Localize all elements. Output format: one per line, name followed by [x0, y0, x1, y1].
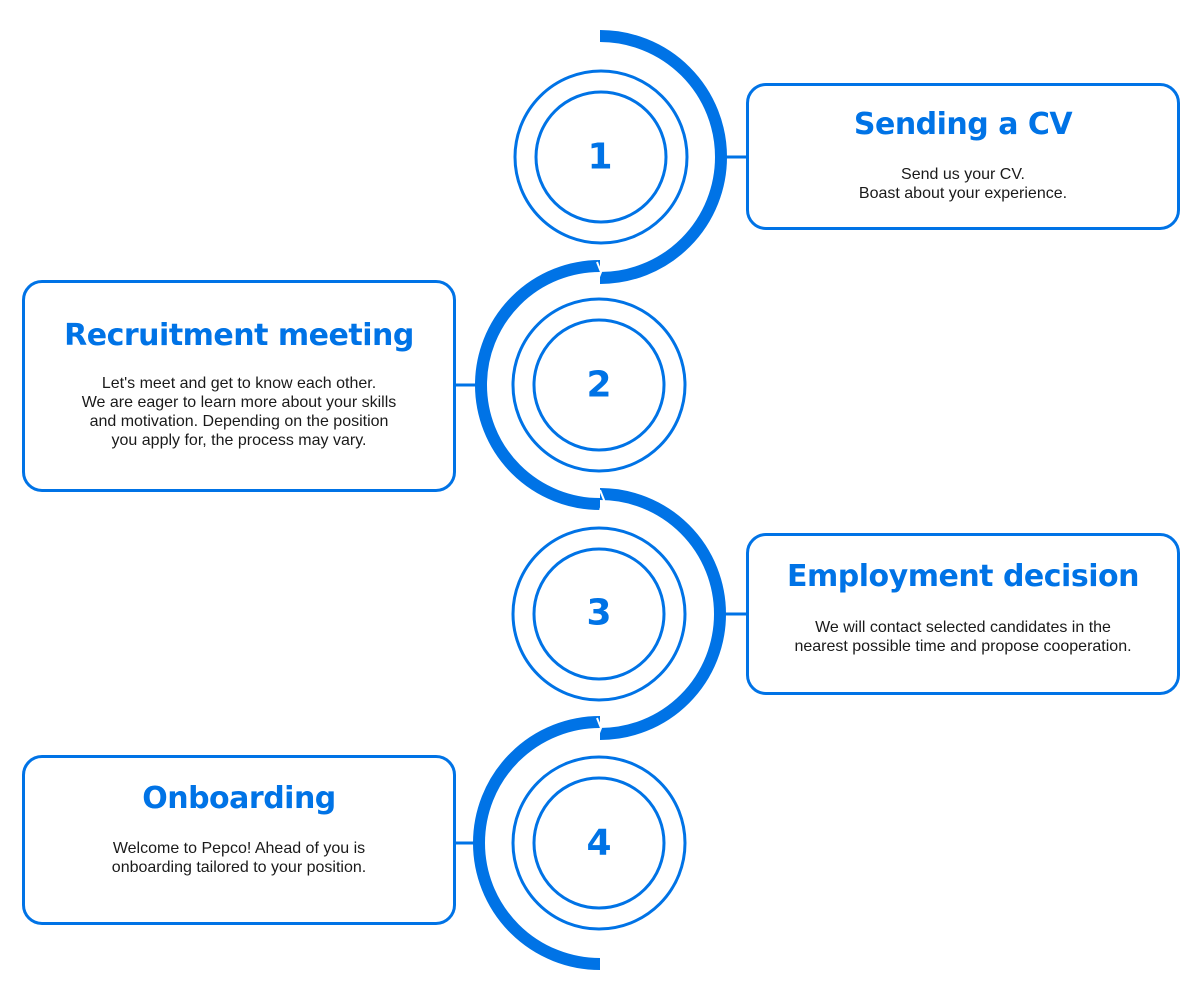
- step-number-3: 3: [586, 593, 611, 634]
- step-title: Employment decision: [787, 559, 1139, 594]
- step-badge-3: [511, 526, 687, 702]
- step-title: Onboarding: [142, 781, 336, 816]
- step-description: Welcome to Pepco! Ahead of you is onboar…: [111, 840, 367, 876]
- step-number-2: 2: [586, 365, 611, 406]
- step-card-employment-decision: Employment decision We will contact sele…: [746, 533, 1180, 695]
- step-title: Sending a CV: [853, 107, 1073, 142]
- step-card-recruitment-meeting: Recruitment meeting Let's meet and get t…: [22, 280, 456, 492]
- step-description: Send us your CV. Boast about your experi…: [858, 166, 1068, 202]
- step-number-1: 1: [587, 137, 612, 178]
- timeline-arc-1: [599, 30, 727, 284]
- timeline-arc-4: [473, 716, 601, 970]
- step-number-4: 4: [586, 823, 611, 864]
- step-badge-4: [511, 755, 687, 931]
- junction-notch-2: [599, 489, 606, 511]
- step-description: Let's meet and get to know each other. W…: [81, 375, 397, 449]
- junction-notch-3: [596, 717, 603, 739]
- junction-notch-1: [596, 261, 603, 283]
- step-card-sending-cv: Sending a CV Send us your CV. Boast abou…: [746, 83, 1180, 230]
- step-badge-1: [513, 69, 689, 245]
- step-card-onboarding: Onboarding Welcome to Pepco! Ahead of yo…: [22, 755, 456, 925]
- step-badge-2: [511, 297, 687, 473]
- timeline-arc-2: [475, 260, 601, 510]
- timeline-arc-3: [599, 488, 726, 740]
- step-title: Recruitment meeting: [64, 318, 414, 353]
- step-description: We will contact selected candidates in t…: [794, 619, 1132, 655]
